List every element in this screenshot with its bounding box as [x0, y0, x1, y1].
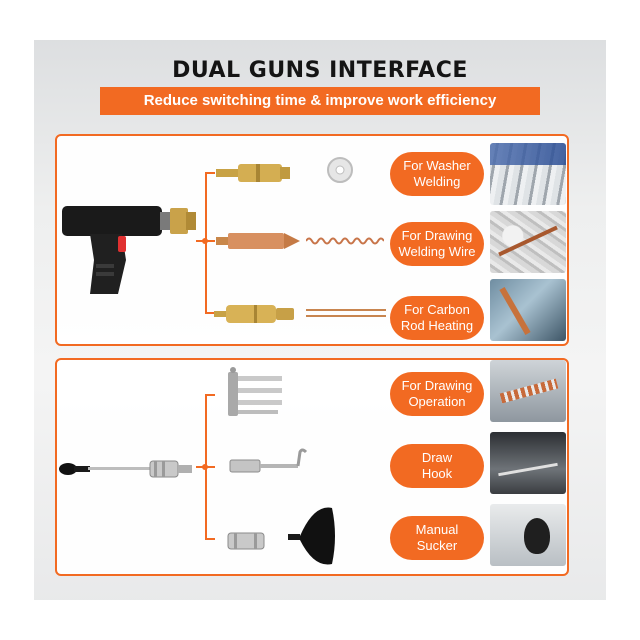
carbon-rod-icon: [306, 309, 386, 317]
drawing-operation-label: For Drawing Operation: [390, 372, 484, 416]
subtitle-banner: Reduce switching time & improve work eff…: [100, 87, 540, 115]
slide-hammer-icon: [59, 460, 192, 478]
drawing-wire-label: For Drawing Welding Wire: [390, 222, 484, 266]
drawing-operation-photo: [490, 360, 566, 422]
wire-welding-photo: [490, 211, 566, 273]
suction-cup-icon: [288, 507, 335, 565]
manual-sucker-photo: [490, 504, 566, 566]
bottom-branch-2: [205, 466, 215, 468]
top-branch-1: [205, 172, 215, 174]
washer-welding-label: For Washer Welding: [390, 152, 484, 196]
welding-wire-icon: [306, 237, 384, 245]
washer-nozzle-icon: [216, 164, 290, 182]
carbon-rod-photo: [490, 279, 566, 341]
manual-sucker-label: Manual Sucker: [390, 516, 484, 560]
suction-cup-adapter-icon: [227, 532, 265, 550]
draw-hook-label: Draw Hook: [390, 444, 484, 488]
top-branch-3: [205, 312, 215, 314]
bottom-branch-1: [205, 394, 215, 396]
carbon-rod-label: For Carbon Rod Heating: [390, 296, 484, 340]
washer-icon: [327, 157, 353, 183]
carbon-rod-nozzle-icon: [214, 305, 294, 323]
washer-welding-photo: [490, 143, 566, 205]
bottom-connector: [196, 466, 206, 468]
top-connector: [196, 240, 206, 242]
page-title: DUAL GUNS INTERFACE: [172, 58, 468, 83]
draw-hook-icon: [229, 448, 308, 473]
bottom-branch-3: [205, 538, 215, 540]
claw-puller-icon: [228, 367, 282, 416]
draw-hook-photo: [490, 432, 566, 494]
wire-nozzle-icon: [216, 233, 300, 249]
top-branch-2: [205, 240, 215, 242]
spot-welding-gun-icon: [62, 206, 196, 294]
